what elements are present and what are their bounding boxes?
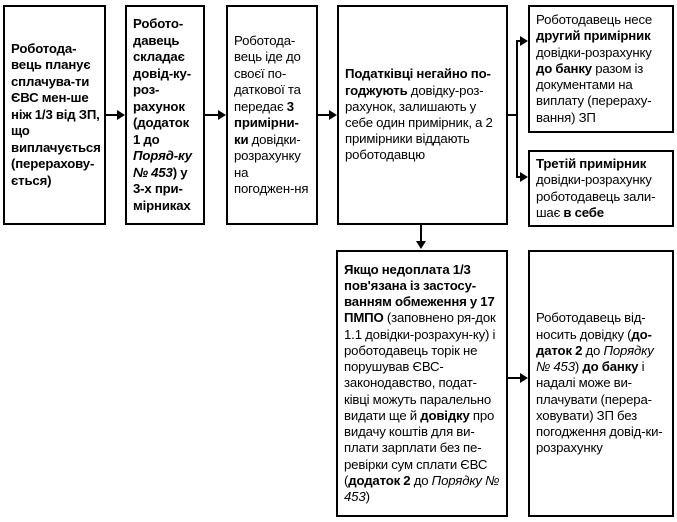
arrow-box4-branch-spine <box>516 40 518 178</box>
arrow-box4-to-box6-line <box>516 176 522 178</box>
box1-text: Роботода‐вець планує сплачува‐ти ЄВС мен… <box>11 40 101 188</box>
arrow-box4-to-box7-head <box>416 241 426 249</box>
arrow-box2-to-box3-head <box>218 110 226 120</box>
outcome-second-copy-to-bank: Роботодавець несе другий примірник довід… <box>528 5 674 133</box>
box6-text: Третій примірник довідки‐розрахунку робо… <box>536 156 656 220</box>
arrow-box2-to-box3-line <box>205 114 218 116</box>
box8-text: Роботодавець від‐носить довідку (до‐дато… <box>536 310 663 456</box>
box3-text: Роботода‐вець іде до своєї по‐даткової т… <box>234 32 309 197</box>
arrow-box4-to-box5-line <box>516 40 522 42</box>
arrow-box7-to-box8-line <box>508 377 520 379</box>
step-employer-prepares-certificate: Робото‐давець складає довід‐ку‐роз‐рахун… <box>125 5 205 225</box>
box7-text: Якщо недоплата 1/3 пов'язана із застосу‐… <box>344 261 500 505</box>
box5-text: Роботодавець несе другий примірник довід… <box>536 12 653 125</box>
step-employer-goes-to-tax-office: Роботода‐вець іде до своєї по‐даткової т… <box>226 5 318 225</box>
outcome-third-copy-kept: Третій примірник довідки‐розрахунку робо… <box>528 150 674 227</box>
box4-text: Податківці негайно по‐годжують довідку‐р… <box>345 66 493 163</box>
arrow-box3-to-box4-head <box>329 110 337 120</box>
arrow-box1-to-box2-head <box>117 110 125 120</box>
arrow-box4-branch-stem <box>508 114 518 116</box>
box2-text: Робото‐давець складає довід‐ку‐роз‐рахун… <box>133 16 192 213</box>
arrow-box4-to-box7-line <box>420 225 422 243</box>
arrow-box1-to-box2-line <box>106 114 117 116</box>
arrow-box4-to-box6-head <box>520 172 528 182</box>
arrow-box7-to-box8-head <box>520 373 528 383</box>
arrow-box4-to-box5-head <box>520 36 528 46</box>
arrow-box3-to-box4-line <box>318 114 329 116</box>
step-tax-officers-approve: Податківці негайно по‐годжують довідку‐р… <box>337 5 508 225</box>
condition-underpayment-17-pmpo: Якщо недоплата 1/3 пов'язана із застосу‐… <box>336 250 508 517</box>
step-employer-plans-lower-esv: Роботода‐вець планує сплачува‐ти ЄВС мен… <box>3 5 106 225</box>
outcome-certificate-to-bank-no-approval: Роботодавець від‐носить довідку (до‐дато… <box>528 250 674 517</box>
